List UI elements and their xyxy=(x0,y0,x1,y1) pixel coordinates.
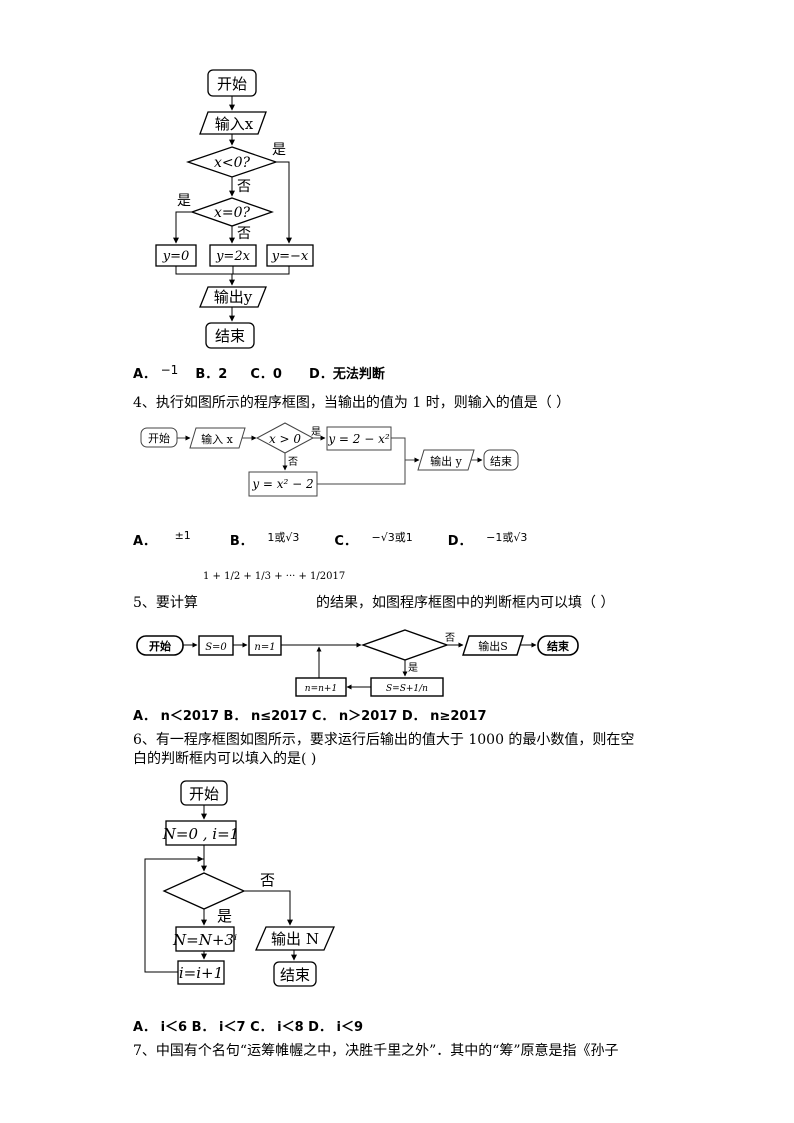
q5-update-s-label: S=S+1/n xyxy=(386,684,428,694)
fc1-start-label: 开始 xyxy=(217,75,247,93)
q6-output-label: 输出 N xyxy=(271,930,319,948)
fc1-output-label: 输出y xyxy=(214,288,253,306)
fc1-cond2-label: x=0? xyxy=(214,205,251,221)
q5-yes-label: 是 xyxy=(408,662,418,674)
q6-no-label: 否 xyxy=(260,871,275,889)
q4-input-box xyxy=(189,427,246,449)
q6-line-1: 6、有一程序框图如图所示，要求运行后输出的值大于 1000 的最小数值，则在空 xyxy=(133,732,635,748)
q6-end-label: 结束 xyxy=(280,966,310,984)
q5-update-n-label: n=n+1 xyxy=(305,684,337,694)
q4-option-c: C． xyxy=(334,534,357,549)
q4-option-b: B． xyxy=(229,534,253,549)
fc1-input-label: 输入x xyxy=(215,115,254,133)
fc1-no2-label: 否 xyxy=(237,226,251,242)
q5-start-label: 开始 xyxy=(149,639,171,653)
q5-output-label: 输出S xyxy=(478,639,508,653)
q4-options: A． ±1 B． 1或√3 C． −√3或1 D． −1或√3 xyxy=(133,529,528,550)
q4-option-d-value: −1或√3 xyxy=(486,531,528,544)
q6-update-i-box xyxy=(177,960,225,985)
q3-option-a: A． xyxy=(133,367,157,382)
flowchart-q4: 开始 输入 x x > 0 是 y = 2 − x² 否 y = x² − 2 … xyxy=(140,422,519,497)
q4-option-c-value: −√3或1 xyxy=(371,531,413,544)
q5-cond-diamond xyxy=(360,629,450,661)
q4-no-label: 否 xyxy=(288,456,298,468)
q6-output-box xyxy=(255,926,335,951)
q6-cond-diamond xyxy=(162,872,246,910)
q5-prefix: 5、要计算 xyxy=(133,595,198,611)
q4-output-box xyxy=(417,449,475,471)
fc1-input-box xyxy=(199,111,267,135)
q5-output-box xyxy=(462,635,524,656)
fc1-box-right xyxy=(266,244,314,267)
q5-formula: 1 + 1/2 + 1/3 + ··· + 1/2017 xyxy=(203,571,346,582)
q5-update-n-box xyxy=(295,677,347,697)
fc1-box-right-label: y=−x xyxy=(271,249,309,264)
q5-options: A． n＜2017 B． n≤2017 C． n＞2017 D． n≥2017 xyxy=(133,709,487,724)
fc1-yes2-label: 是 xyxy=(177,193,191,209)
q4-option-a-value: ±1 xyxy=(174,529,191,542)
q4-yes-label: 是 xyxy=(311,426,321,438)
q3-option-c: C．0 xyxy=(250,367,282,382)
q5-init-n-label: n=1 xyxy=(254,642,275,653)
q4-question: 4、执行如图所示的程序框图，当输出的值为 1 时，则输入的值是（ ） xyxy=(133,395,571,411)
flowchart-1: 开始 输入x x<0? 是 否 x=0? 是 否 y=0 y=2x y=−x 输… xyxy=(155,69,314,349)
q4-output-label: 输出 y xyxy=(430,454,462,468)
q3-option-d: D．无法判断 xyxy=(309,367,385,382)
q5-no-label: 否 xyxy=(445,632,455,644)
fc1-cond1-label: x<0? xyxy=(214,155,251,171)
q3-options: A． −1 B．2 C．0 D．无法判断 xyxy=(133,363,385,383)
q4-start-label: 开始 xyxy=(148,431,170,445)
q6-start-label: 开始 xyxy=(189,785,219,803)
q4-box-top-label: y = 2 − x² xyxy=(327,432,390,446)
fc1-box-left-label: y=0 xyxy=(162,249,190,264)
q5-end-label: 结束 xyxy=(546,639,570,653)
fc1-box-mid-label: y=2x xyxy=(215,249,251,264)
fc1-yes1-label: 是 xyxy=(272,142,286,158)
q6-update-n-box xyxy=(175,926,235,952)
fc1-end-label: 结束 xyxy=(215,327,245,345)
fc1-end-box xyxy=(205,322,255,349)
q5-suffix: 的结果，如图程序框图中的判断框内可以填（ ） xyxy=(316,595,615,611)
flowchart-q5: 开始 S=0 n=1 否 输出S 结束 是 S=S+1/n n=n+1 xyxy=(136,629,579,697)
fc1-no1-label: 否 xyxy=(237,179,251,195)
flowchart-q6: 开始 N=0 , i=1 否 是 N=N+3ⁱ 输出 N i=i+1 结束 xyxy=(144,780,335,987)
q6-init-box xyxy=(165,820,237,846)
q6-end-box xyxy=(273,961,317,987)
q6-update-n-label: N=N+3ⁱ xyxy=(172,931,237,949)
q6-init-label: N=0 , i=1 xyxy=(162,825,239,843)
q5-init-s-label: S=0 xyxy=(205,642,227,653)
q6-update-i-label: i=i+1 xyxy=(179,964,223,982)
q6-line-2: 白的判断框内可以填入的是( ) xyxy=(133,751,317,767)
q4-end-label: 结束 xyxy=(490,455,512,468)
q3-option-a-value: −1 xyxy=(160,363,179,377)
q4-option-a: A． xyxy=(133,534,157,549)
q4-cond-label: x > 0 xyxy=(269,432,301,446)
q3-option-b: B．2 xyxy=(195,367,228,382)
q4-option-b-value: 1或√3 xyxy=(267,531,300,544)
q7-line-1: 7、中国有个名句“运筹帷幄之中，决胜千里之外”．其中的“筹”原意是指《孙子 xyxy=(133,1043,619,1059)
q6-yes-label: 是 xyxy=(217,907,232,925)
q4-end-box xyxy=(483,449,519,471)
q6-options: A． i＜6 B． i＜7 C． i＜8 D． i＜9 xyxy=(133,1020,363,1035)
q4-box-bottom-label: y = x² − 2 xyxy=(251,477,313,491)
q5-end-box xyxy=(537,635,579,656)
q4-input-label: 输入 x xyxy=(201,432,233,446)
fc1-output-box xyxy=(199,286,267,308)
q4-option-d: D． xyxy=(447,534,472,549)
